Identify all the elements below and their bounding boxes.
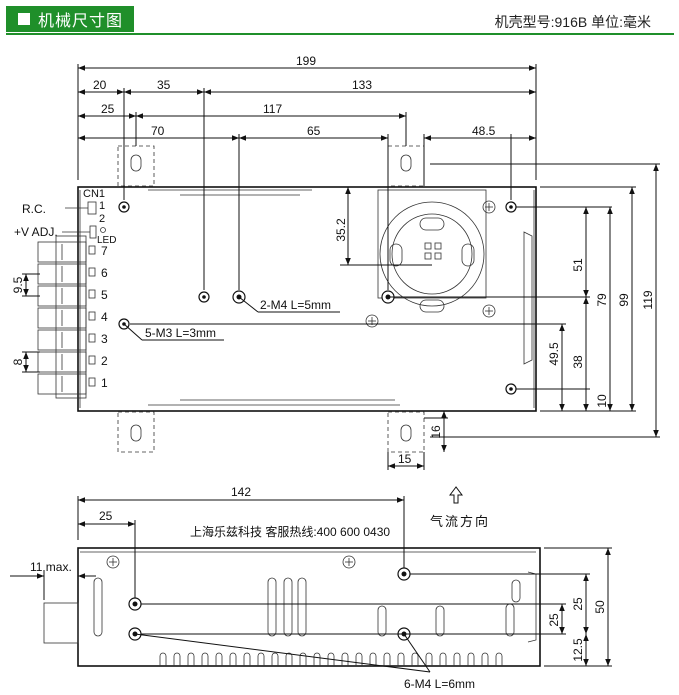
dim-119: 119 bbox=[641, 290, 655, 309]
dim-side-25b: 25 bbox=[547, 613, 561, 627]
terminal-label-2: 2 bbox=[101, 354, 108, 368]
terminal-label-3: 3 bbox=[101, 332, 108, 346]
dim-133: 133 bbox=[352, 78, 372, 92]
dim-38: 38 bbox=[571, 355, 585, 369]
side-m4-callout: 6-M4 L=6mm bbox=[404, 677, 475, 691]
ear-bottom-left bbox=[117, 411, 155, 453]
model-unit-label: 机壳型号:916B 单位:毫米 bbox=[494, 14, 651, 30]
case-outline-top bbox=[77, 186, 537, 412]
cn1-label: CN1 bbox=[83, 188, 105, 200]
dim-117: 117 bbox=[263, 102, 282, 116]
dim-99: 99 bbox=[617, 293, 631, 307]
top-view: 7 6 5 4 3 2 1 CN1 1 2 R.C. +V ADJ. LED bbox=[11, 54, 660, 470]
terminal-label-4: 4 bbox=[101, 310, 108, 324]
dim-70: 70 bbox=[151, 124, 165, 138]
cn1-pin1-label: 1 bbox=[99, 200, 105, 212]
dim-50: 50 bbox=[593, 600, 607, 614]
hotline-text: 上海乐兹科技 客服热线:400 600 0430 bbox=[190, 524, 390, 539]
terminal-label-5: 5 bbox=[101, 288, 108, 302]
terminal-label-6: 6 bbox=[101, 266, 108, 280]
dim-20: 20 bbox=[93, 78, 107, 92]
dim-142: 142 bbox=[231, 485, 251, 499]
ear-top-right bbox=[387, 145, 425, 187]
dim-199: 199 bbox=[296, 54, 316, 68]
led-label: LED bbox=[97, 235, 116, 246]
dim-65: 65 bbox=[307, 124, 321, 138]
terminal-label-7: 7 bbox=[101, 244, 108, 258]
dim-11-max: 11 max. bbox=[30, 560, 72, 574]
terminal-label-1: 1 bbox=[101, 376, 108, 390]
dim-16: 16 bbox=[429, 425, 443, 439]
airflow-arrow-icon bbox=[449, 486, 463, 504]
dim-51: 51 bbox=[571, 258, 585, 272]
dim-side-25a: 25 bbox=[571, 597, 585, 611]
side-view: 142 25 11 max. 25 25 12.5 50 上海乐兹科技 客服热线… bbox=[10, 485, 612, 691]
cn1-pin2-label: 2 bbox=[99, 213, 105, 225]
m4-callout: 2-M4 L=5mm bbox=[260, 298, 331, 312]
terminal-block: 7 6 5 4 3 2 1 bbox=[37, 235, 108, 399]
dim-48-5: 48.5 bbox=[472, 124, 496, 138]
title-divider bbox=[6, 33, 674, 35]
dim-8: 8 bbox=[11, 358, 25, 365]
dim-12-5: 12.5 bbox=[571, 638, 585, 662]
dim-side-25: 25 bbox=[99, 509, 113, 523]
page-title: 机械尺寸图 bbox=[38, 13, 124, 30]
terminal-side bbox=[43, 602, 79, 644]
rc-label: R.C. bbox=[22, 202, 46, 216]
dim-49-5: 49.5 bbox=[547, 342, 561, 366]
fan-grille bbox=[377, 189, 487, 313]
dim-35: 35 bbox=[157, 78, 171, 92]
title-bar: 机械尺寸图 bbox=[6, 6, 134, 32]
m3-callout: 5-M3 L=3mm bbox=[145, 326, 216, 340]
dim-9-5: 9.5 bbox=[11, 276, 25, 293]
airflow-label: 气流方向 bbox=[430, 514, 490, 529]
dim-25: 25 bbox=[101, 102, 115, 116]
case-outline-side bbox=[77, 547, 541, 667]
dim-10: 10 bbox=[595, 394, 609, 408]
ear-top-left bbox=[117, 145, 155, 187]
dim-15: 15 bbox=[398, 452, 412, 466]
ear-bottom-right bbox=[387, 411, 425, 453]
vadj-label: +V ADJ. bbox=[14, 225, 58, 239]
dim-35-2: 35.2 bbox=[334, 218, 348, 242]
square-icon bbox=[18, 13, 30, 25]
dim-79: 79 bbox=[595, 293, 609, 307]
